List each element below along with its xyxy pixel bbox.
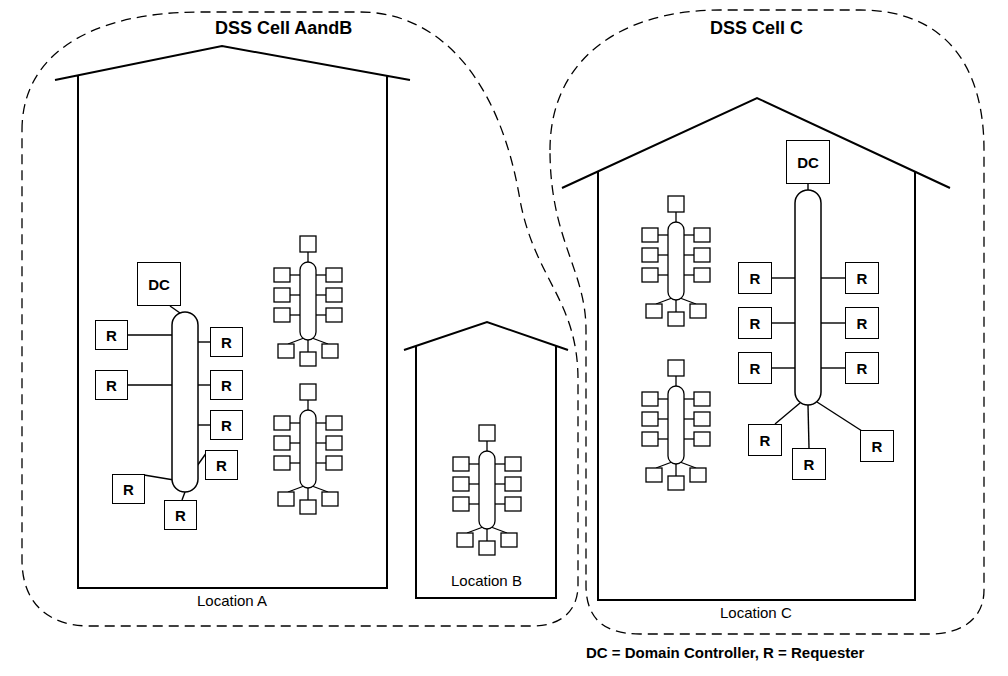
network-station-box: R: [210, 327, 243, 357]
lan-cluster: [453, 425, 521, 555]
station-label: R: [750, 360, 761, 377]
station-label: R: [750, 270, 761, 287]
network-station-box: R: [164, 500, 197, 530]
location-building: Location C DC R R R R R R R R R: [562, 98, 950, 626]
network-station-box: R: [748, 424, 782, 456]
station-label: R: [216, 457, 227, 474]
network-station-box: R: [738, 352, 772, 384]
network-station-box: R: [845, 352, 879, 384]
cell-title: DSS Cell AandB: [215, 18, 352, 39]
cell-boundary: [18, 8, 584, 630]
location-building: Location A DC R R R R R R R R: [55, 46, 410, 612]
cell-boundary-outline: [22, 12, 578, 626]
network-station-box: R: [845, 262, 879, 294]
network-station-box: R: [210, 370, 243, 400]
lan-cluster: [274, 384, 342, 514]
location-label: Location A: [197, 592, 267, 609]
lan-cluster: [642, 196, 710, 326]
network-station-box: R: [792, 448, 826, 480]
station-label: R: [872, 438, 883, 455]
network-station-box: R: [95, 370, 128, 400]
lan-cluster: [274, 236, 342, 366]
lan-wires: [128, 184, 862, 500]
cell-title: DSS Cell C: [710, 18, 803, 39]
network-station-box: R: [738, 262, 772, 294]
location-label: Location B: [451, 572, 522, 589]
network-station-box: R: [738, 307, 772, 339]
network-station-box: R: [95, 320, 128, 350]
location-building: Location B: [404, 322, 568, 602]
station-label: R: [857, 315, 868, 332]
cell-boundary-outline: [550, 10, 984, 634]
network-station-box: DC: [137, 262, 181, 306]
station-label: R: [221, 334, 232, 351]
dss-cell-region: DSS Cell C Location C DC R R R R R R R R R: [546, 6, 988, 638]
network-station-box: R: [112, 474, 145, 504]
station-label: R: [857, 360, 868, 377]
dss-cell-region: DSS Cell AandBLocation ADCRRRRRRRRLocati…: [18, 8, 584, 630]
station-label: R: [750, 315, 761, 332]
building-outline-outline: [404, 322, 568, 598]
station-label: R: [804, 456, 815, 473]
station-label: R: [221, 377, 232, 394]
building-outline-outline: [562, 98, 950, 600]
network-station-box: R: [860, 430, 894, 462]
station-label: DC: [797, 154, 819, 171]
lan-bus: [172, 190, 821, 492]
network-station-box: R: [845, 307, 879, 339]
lan-cluster: [642, 360, 710, 490]
legend-note: DC = Domain Controller, R = Requester: [586, 644, 864, 661]
station-label: R: [106, 377, 117, 394]
station-label: R: [221, 417, 232, 434]
station-label: R: [175, 507, 186, 524]
station-label: R: [857, 270, 868, 287]
network-station-box: DC: [786, 140, 830, 184]
station-label: R: [106, 327, 117, 344]
station-label: R: [760, 432, 771, 449]
building-outline: [404, 322, 568, 602]
building-outline-outline: [55, 46, 410, 588]
station-label: R: [123, 481, 134, 498]
station-label: DC: [148, 276, 170, 293]
network-station-box: R: [205, 450, 238, 480]
network-station-box: R: [210, 410, 243, 440]
location-label: Location C: [720, 604, 792, 621]
